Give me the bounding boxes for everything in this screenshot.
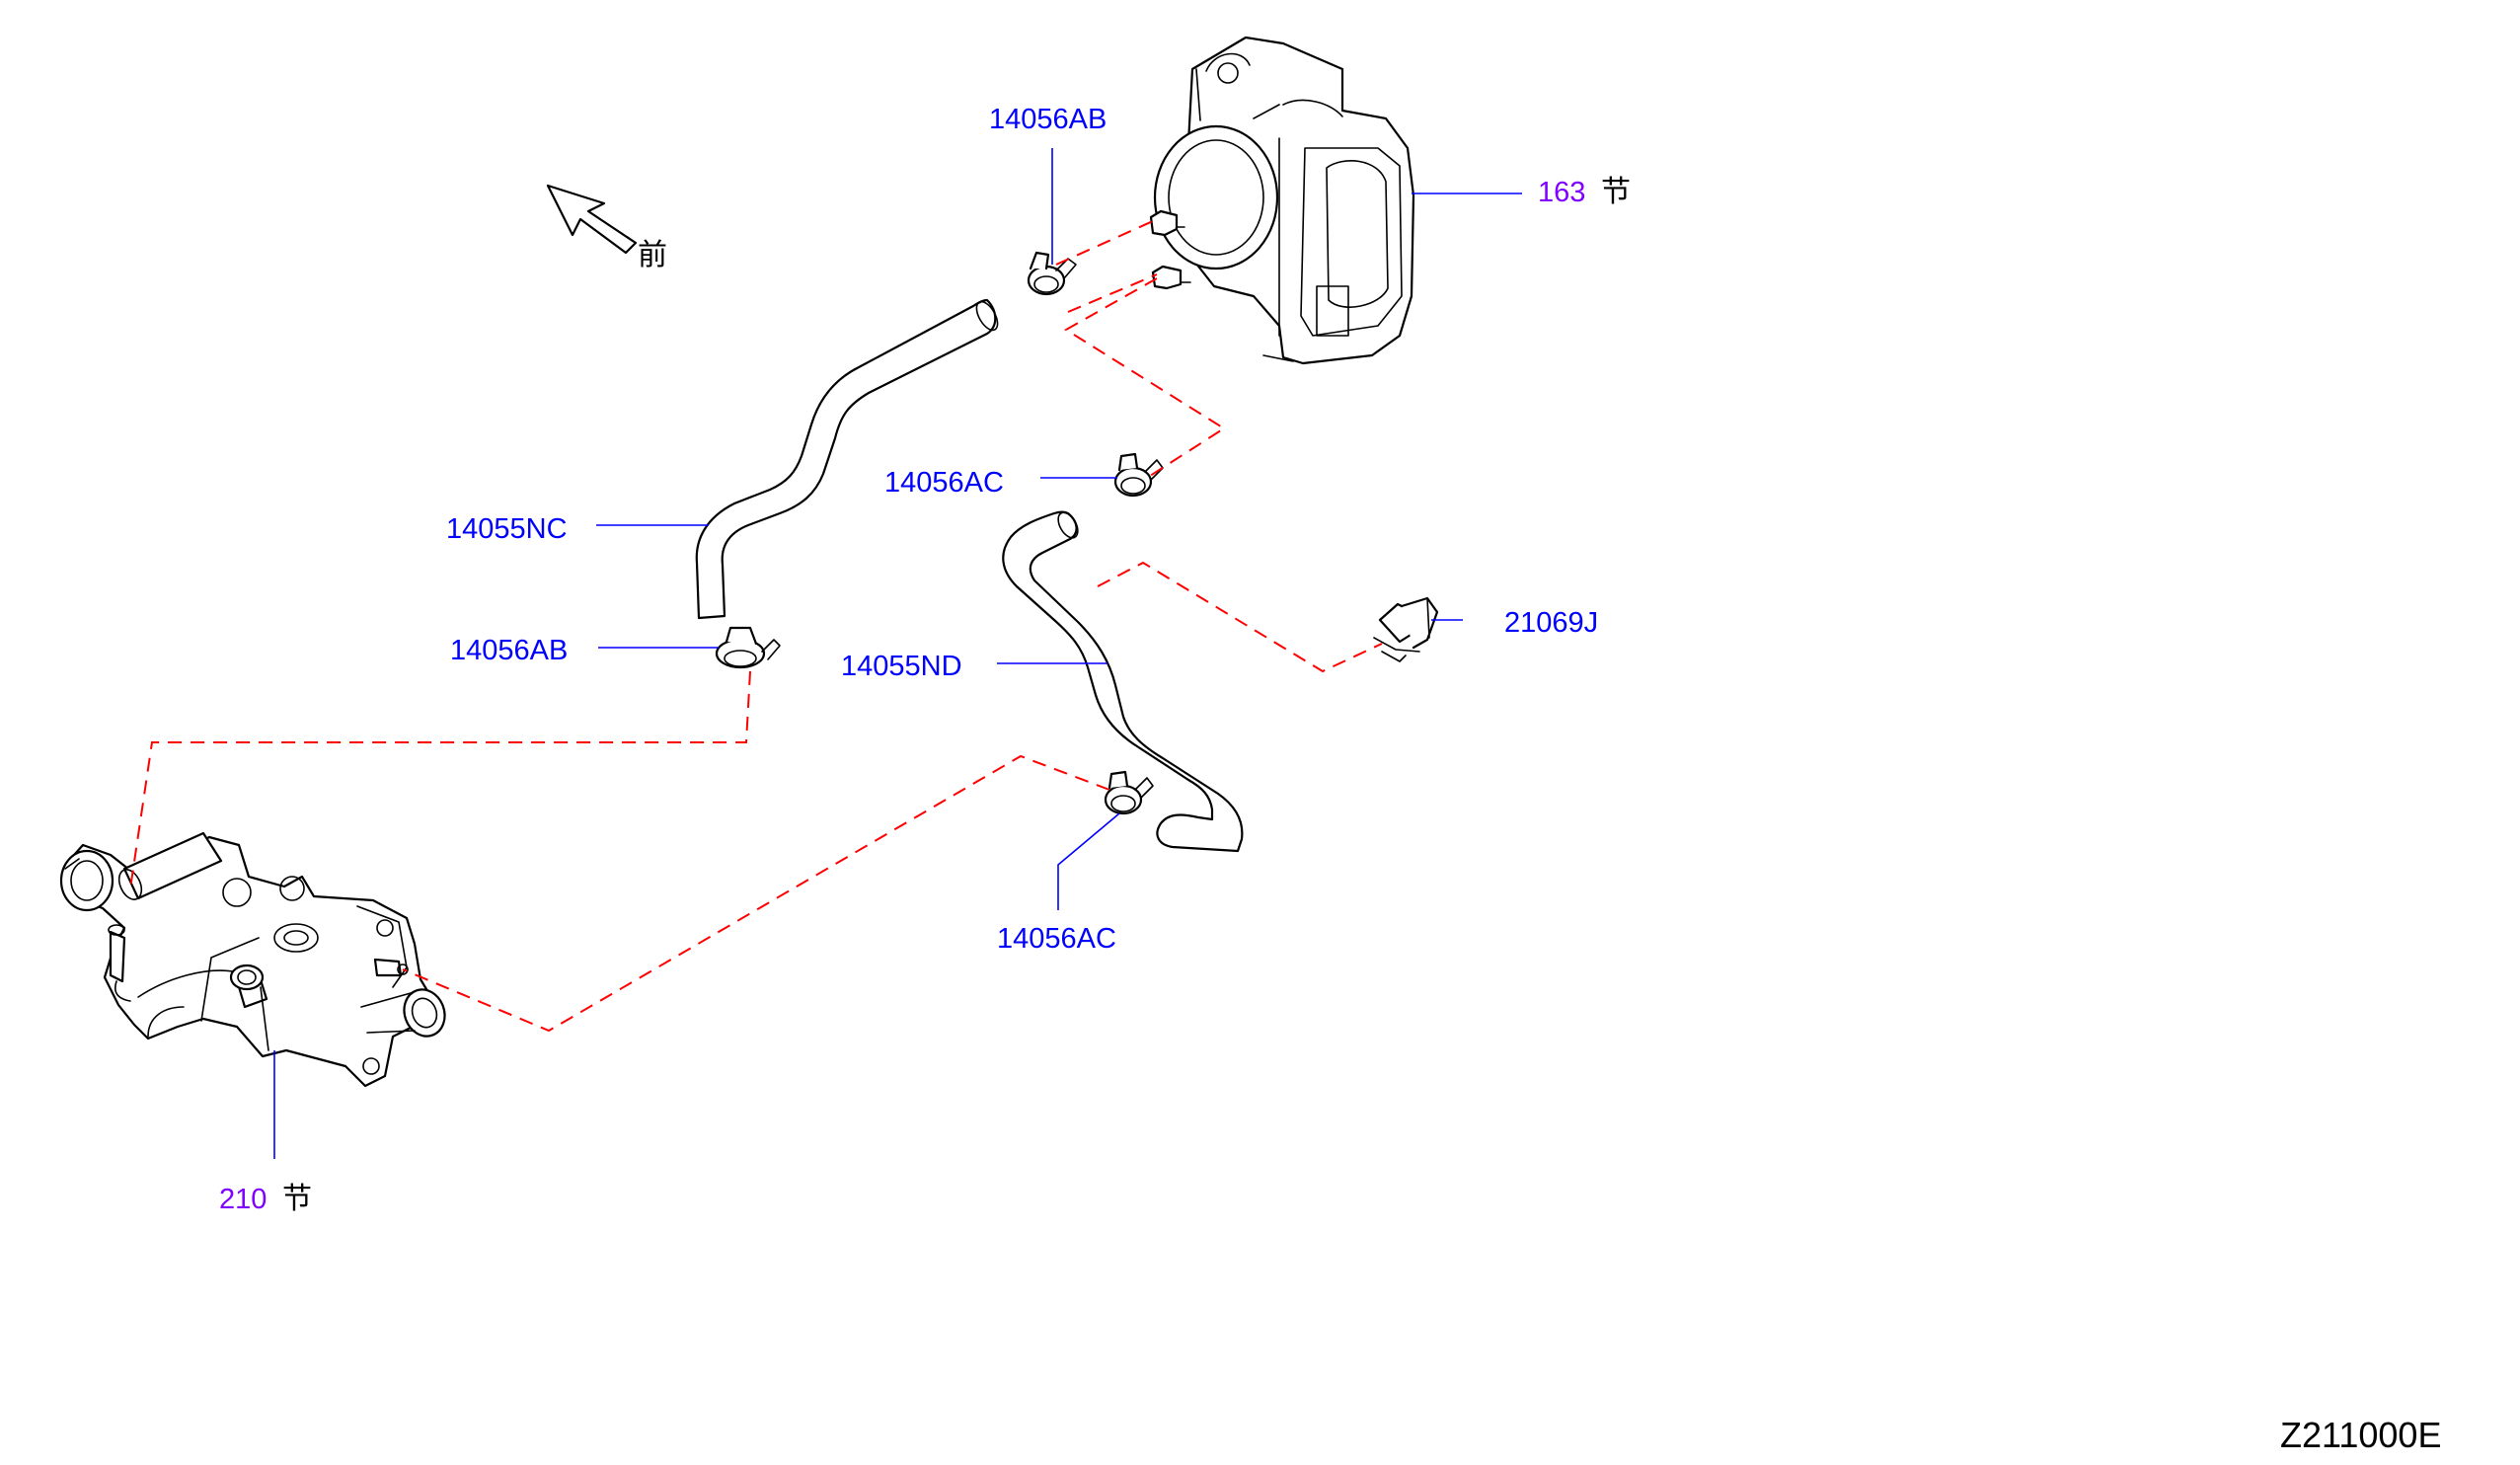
- hose-lower-part: [1002, 510, 1244, 853]
- thermostat-ref-char: 节: [282, 1182, 312, 1216]
- connector-lines: [129, 220, 1383, 1033]
- front-arrow-icon: [546, 184, 638, 255]
- thermostat-housing-part: [59, 831, 446, 1088]
- clamp-right-lower-label: 14056AC: [997, 923, 1116, 955]
- hose-upper-part: [695, 298, 999, 620]
- clip-label: 21069J: [1504, 607, 1598, 639]
- throttle-ref-char: 节: [1601, 175, 1631, 209]
- diagram-code: Z211000E: [2280, 1415, 2441, 1455]
- hose-upper-label: 14055NC: [446, 513, 568, 545]
- clamp-top-label: 14056AB: [989, 104, 1107, 135]
- front-direction-label: 前: [638, 238, 667, 272]
- leader-lines: [273, 148, 1522, 1159]
- clamp-mid-left-part: [715, 626, 781, 669]
- thermostat-ref-number: 210: [219, 1184, 267, 1215]
- throttle-ref-number: 163: [1538, 177, 1585, 208]
- clamp-top-part: [1027, 251, 1077, 296]
- hose-lower-label: 14055ND: [841, 651, 962, 682]
- clamp-right-upper-label: 14056AC: [884, 467, 1004, 499]
- clamp-right-lower-part: [1104, 770, 1154, 815]
- clamp-mid-left-label: 14056AB: [450, 635, 568, 666]
- clip-part: [1373, 596, 1439, 662]
- clamp-right-upper-part: [1113, 452, 1164, 498]
- throttle-body-part: [1149, 36, 1415, 365]
